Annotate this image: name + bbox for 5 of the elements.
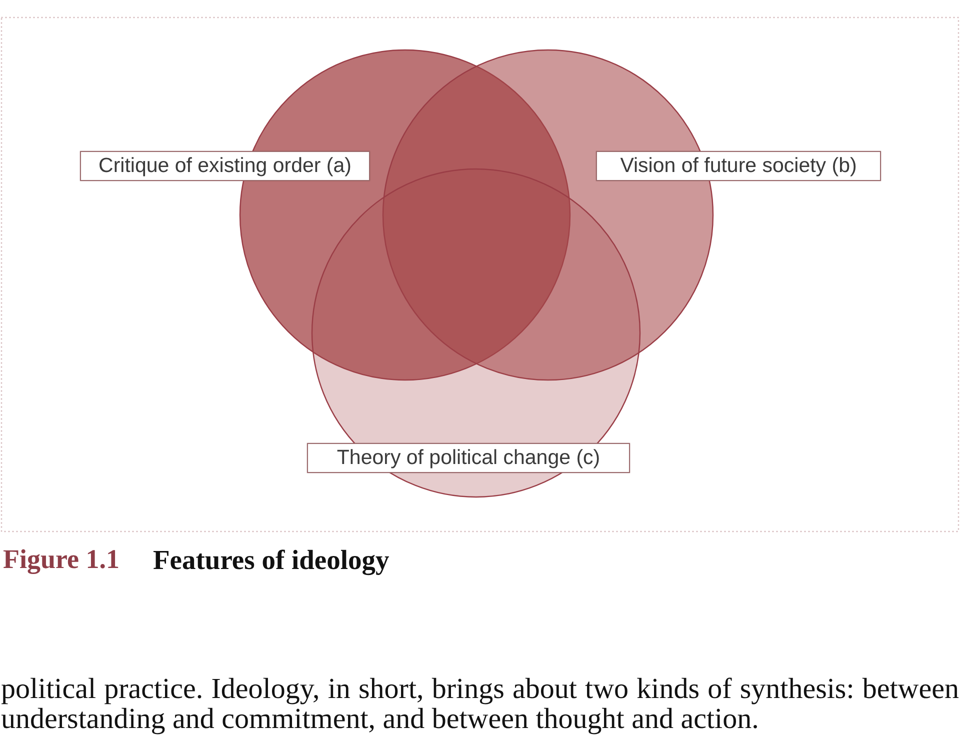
- set-label: Vision of future society (b): [596, 151, 881, 181]
- figure-caption: Features of ideology: [153, 543, 390, 576]
- set-label: Critique of existing order (a): [80, 151, 370, 181]
- figure-number: Figure 1.1: [3, 543, 120, 576]
- body-paragraph: political practice. Ideology, in short, brings about two kinds of synthesis: between understanding and commitment, and between thought and action.: [1, 674, 959, 734]
